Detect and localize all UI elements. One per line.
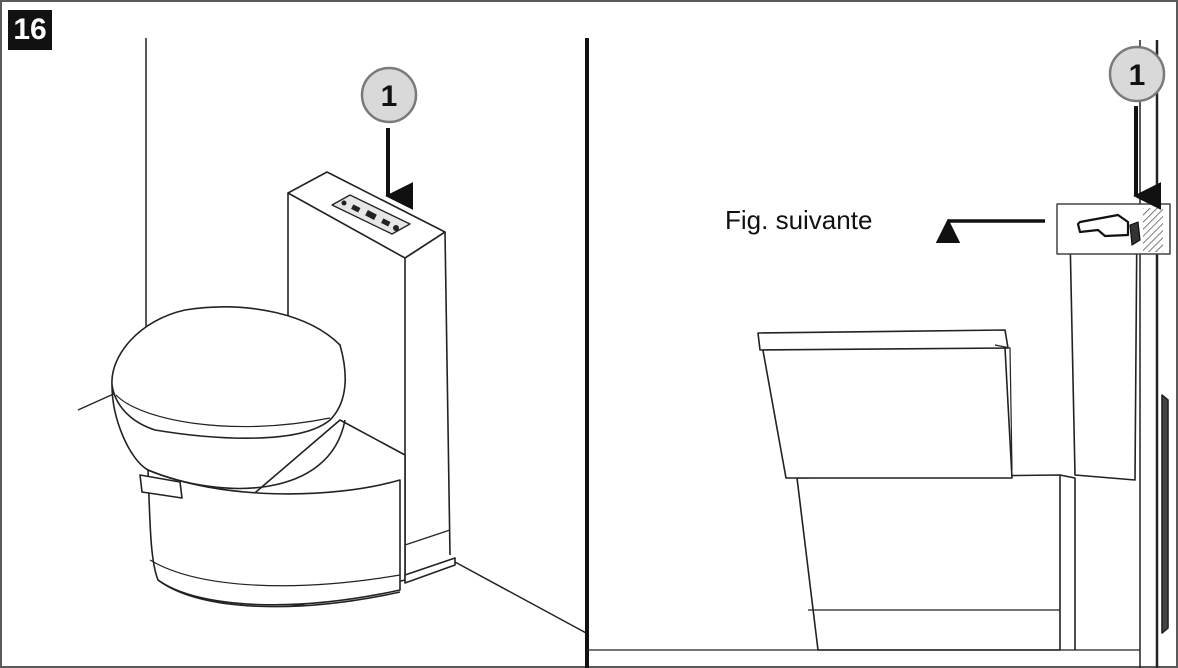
base (796, 474, 1061, 651)
floor-line-right (454, 561, 589, 635)
tank-side (1069, 211, 1138, 481)
next-figure-label: Fig. suivante (725, 205, 872, 235)
floor-line-left (77, 391, 119, 411)
figure-number: 16 (8, 10, 52, 50)
right-callout-badge: 1 (1108, 45, 1166, 103)
panel-section-detail (1076, 213, 1130, 238)
service-door (1161, 394, 1169, 634)
right-view (587, 40, 1171, 668)
seat-hinge-slot (139, 474, 183, 499)
left-callout-number: 1 (381, 80, 398, 113)
wall-hatch (1143, 208, 1163, 252)
left-callout-badge: 1 (360, 66, 418, 124)
tank-right-edge (444, 231, 451, 556)
bowl-side (761, 344, 1013, 479)
bowl-body (147, 469, 401, 606)
pedestal-step (404, 557, 456, 584)
control-panel (331, 194, 411, 235)
seat-side (111, 384, 346, 490)
right-callout-number: 1 (1129, 59, 1146, 92)
seat-lid-side (757, 329, 1009, 351)
left-view (77, 38, 589, 635)
seat-lid (111, 306, 346, 439)
